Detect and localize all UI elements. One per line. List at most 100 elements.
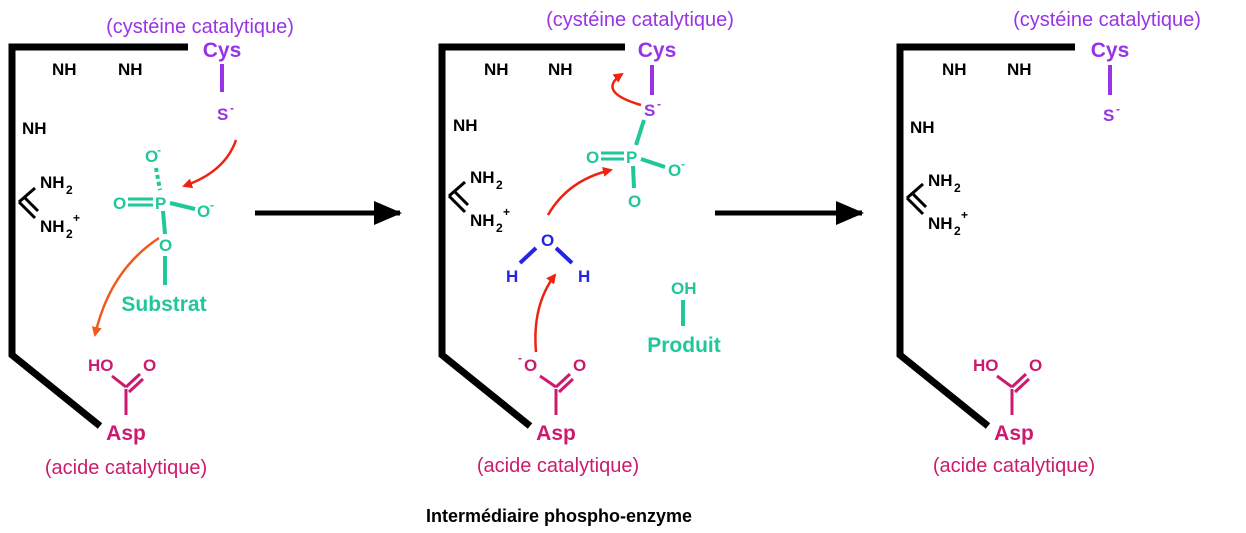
cys-label: Cys (638, 39, 677, 62)
substrate-label: Substrat (121, 293, 206, 316)
thiolate-charge: - (230, 101, 234, 115)
asp-note-label: (acide catalytique) (477, 455, 639, 477)
asp-bond (1013, 377, 1031, 394)
bridging-o: O (159, 236, 172, 255)
nh2-subscript: 2 (954, 224, 961, 238)
asp-hydroxyl: HO (973, 356, 999, 375)
nh2-plus-label: NH (470, 211, 495, 230)
asp-bond (996, 374, 1013, 389)
p-o-bond (631, 165, 636, 189)
release-arrow (611, 72, 642, 107)
asp-bond (124, 372, 142, 389)
cys-label: Cys (1091, 39, 1130, 62)
product-label: Produit (647, 334, 721, 357)
asp-label: Asp (536, 422, 576, 445)
attack-arrow (546, 166, 613, 216)
asp-carbonyl-o: O (143, 356, 156, 375)
cys-label: Cys (203, 39, 242, 62)
guanidinium-bond (448, 180, 466, 198)
p-o-bond (161, 210, 167, 235)
partial-bond (154, 167, 162, 191)
panel-2: (cystéine catalytique) Cys S - NH NH NH … (438, 9, 734, 477)
nh2-charge: + (73, 211, 80, 225)
nh-label: NH (453, 116, 478, 135)
asp-carbonyl-o: O (573, 356, 586, 375)
guanidinium-bond (17, 200, 37, 220)
p-s-bond (634, 119, 646, 146)
panel-1: (cystéine catalytique) Cys S - NH NH NH … (8, 16, 294, 479)
nh-label: NH (22, 119, 47, 138)
nh2-plus-label: NH (40, 217, 65, 236)
asp-bond (1010, 372, 1028, 389)
asp-note-label: (acide catalytique) (45, 457, 207, 479)
panel-3: (cystéine catalytique) Cys S - NH NH NH … (896, 9, 1201, 477)
nh2-label: NH (470, 168, 495, 187)
nh2-label: NH (928, 171, 953, 190)
asp-bond (127, 377, 145, 394)
carboxylate-charge: - (518, 351, 522, 365)
thiolate-s: S (217, 105, 228, 124)
nh2-subscript: 2 (66, 227, 73, 241)
water-oxygen: O (541, 231, 554, 250)
nh2-subscript: 2 (66, 183, 73, 197)
nh-label: NH (942, 60, 967, 79)
asp-carboxylate-o: O (524, 356, 537, 375)
nh-label: NH (1007, 60, 1032, 79)
guanidinium-bond (18, 186, 36, 204)
phosphate-o: O (628, 192, 641, 211)
guanidinium-bond (452, 189, 470, 207)
water-hydrogen: H (578, 267, 590, 286)
proton-transfer-arrow (91, 236, 160, 337)
asp-bond (539, 374, 557, 389)
thiolate-s: S (1103, 106, 1114, 125)
asp-bond (557, 377, 575, 394)
asp-carbonyl-o: O (1029, 356, 1042, 375)
phosphate-o-minus: O (197, 202, 210, 221)
phosphorus: P (155, 194, 166, 213)
asp-bond (554, 372, 572, 389)
enzyme-backbone (8, 43, 188, 429)
water-bond (518, 246, 538, 265)
product-hydroxyl: OH (671, 279, 697, 298)
deprotonation-arrow (534, 273, 557, 353)
nh-label: NH (484, 60, 509, 79)
asp-label: Asp (106, 422, 146, 445)
nh-label: NH (118, 60, 143, 79)
thiolate-s: S (644, 101, 655, 120)
phosphate-o-minus: O (668, 161, 681, 180)
phosphate-o: O (586, 148, 599, 167)
nh2-charge: + (961, 208, 968, 222)
nh2-label: NH (40, 173, 65, 192)
nh2-subscript: 2 (954, 181, 961, 195)
guanidinium-bond (22, 195, 40, 213)
oxygen-charge: - (157, 143, 161, 157)
nh2-subscript: 2 (496, 178, 503, 192)
cys-note-label: (cystéine catalytique) (546, 9, 734, 31)
phosphate-o-minus: O (145, 147, 158, 166)
nh2-plus-label: NH (928, 214, 953, 233)
asp-bond (111, 374, 127, 389)
enzyme-backbone (438, 43, 625, 429)
phosphorus: P (626, 148, 637, 167)
guanidinium-bond (905, 196, 925, 216)
thiolate-charge: - (1116, 102, 1120, 116)
phosphate-o: O (113, 194, 126, 213)
attack-arrow (182, 139, 238, 189)
guanidinium-bond (906, 182, 924, 200)
asp-hydroxyl: HO (88, 356, 114, 375)
water-bond (554, 246, 574, 265)
nh-label: NH (52, 60, 77, 79)
water-hydrogen: H (506, 267, 518, 286)
nh-label: NH (910, 118, 935, 137)
oxygen-charge: - (210, 198, 214, 212)
cys-note-label: (cystéine catalytique) (106, 16, 294, 38)
figure-caption: Intermédiaire phospho-enzyme (426, 506, 692, 526)
nh2-charge: + (503, 205, 510, 219)
guanidinium-bond (447, 194, 467, 214)
thiolate-charge: - (657, 97, 661, 111)
asp-label: Asp (994, 422, 1034, 445)
nh2-subscript: 2 (496, 221, 503, 235)
nh-label: NH (548, 60, 573, 79)
p-o-bond (169, 201, 196, 211)
